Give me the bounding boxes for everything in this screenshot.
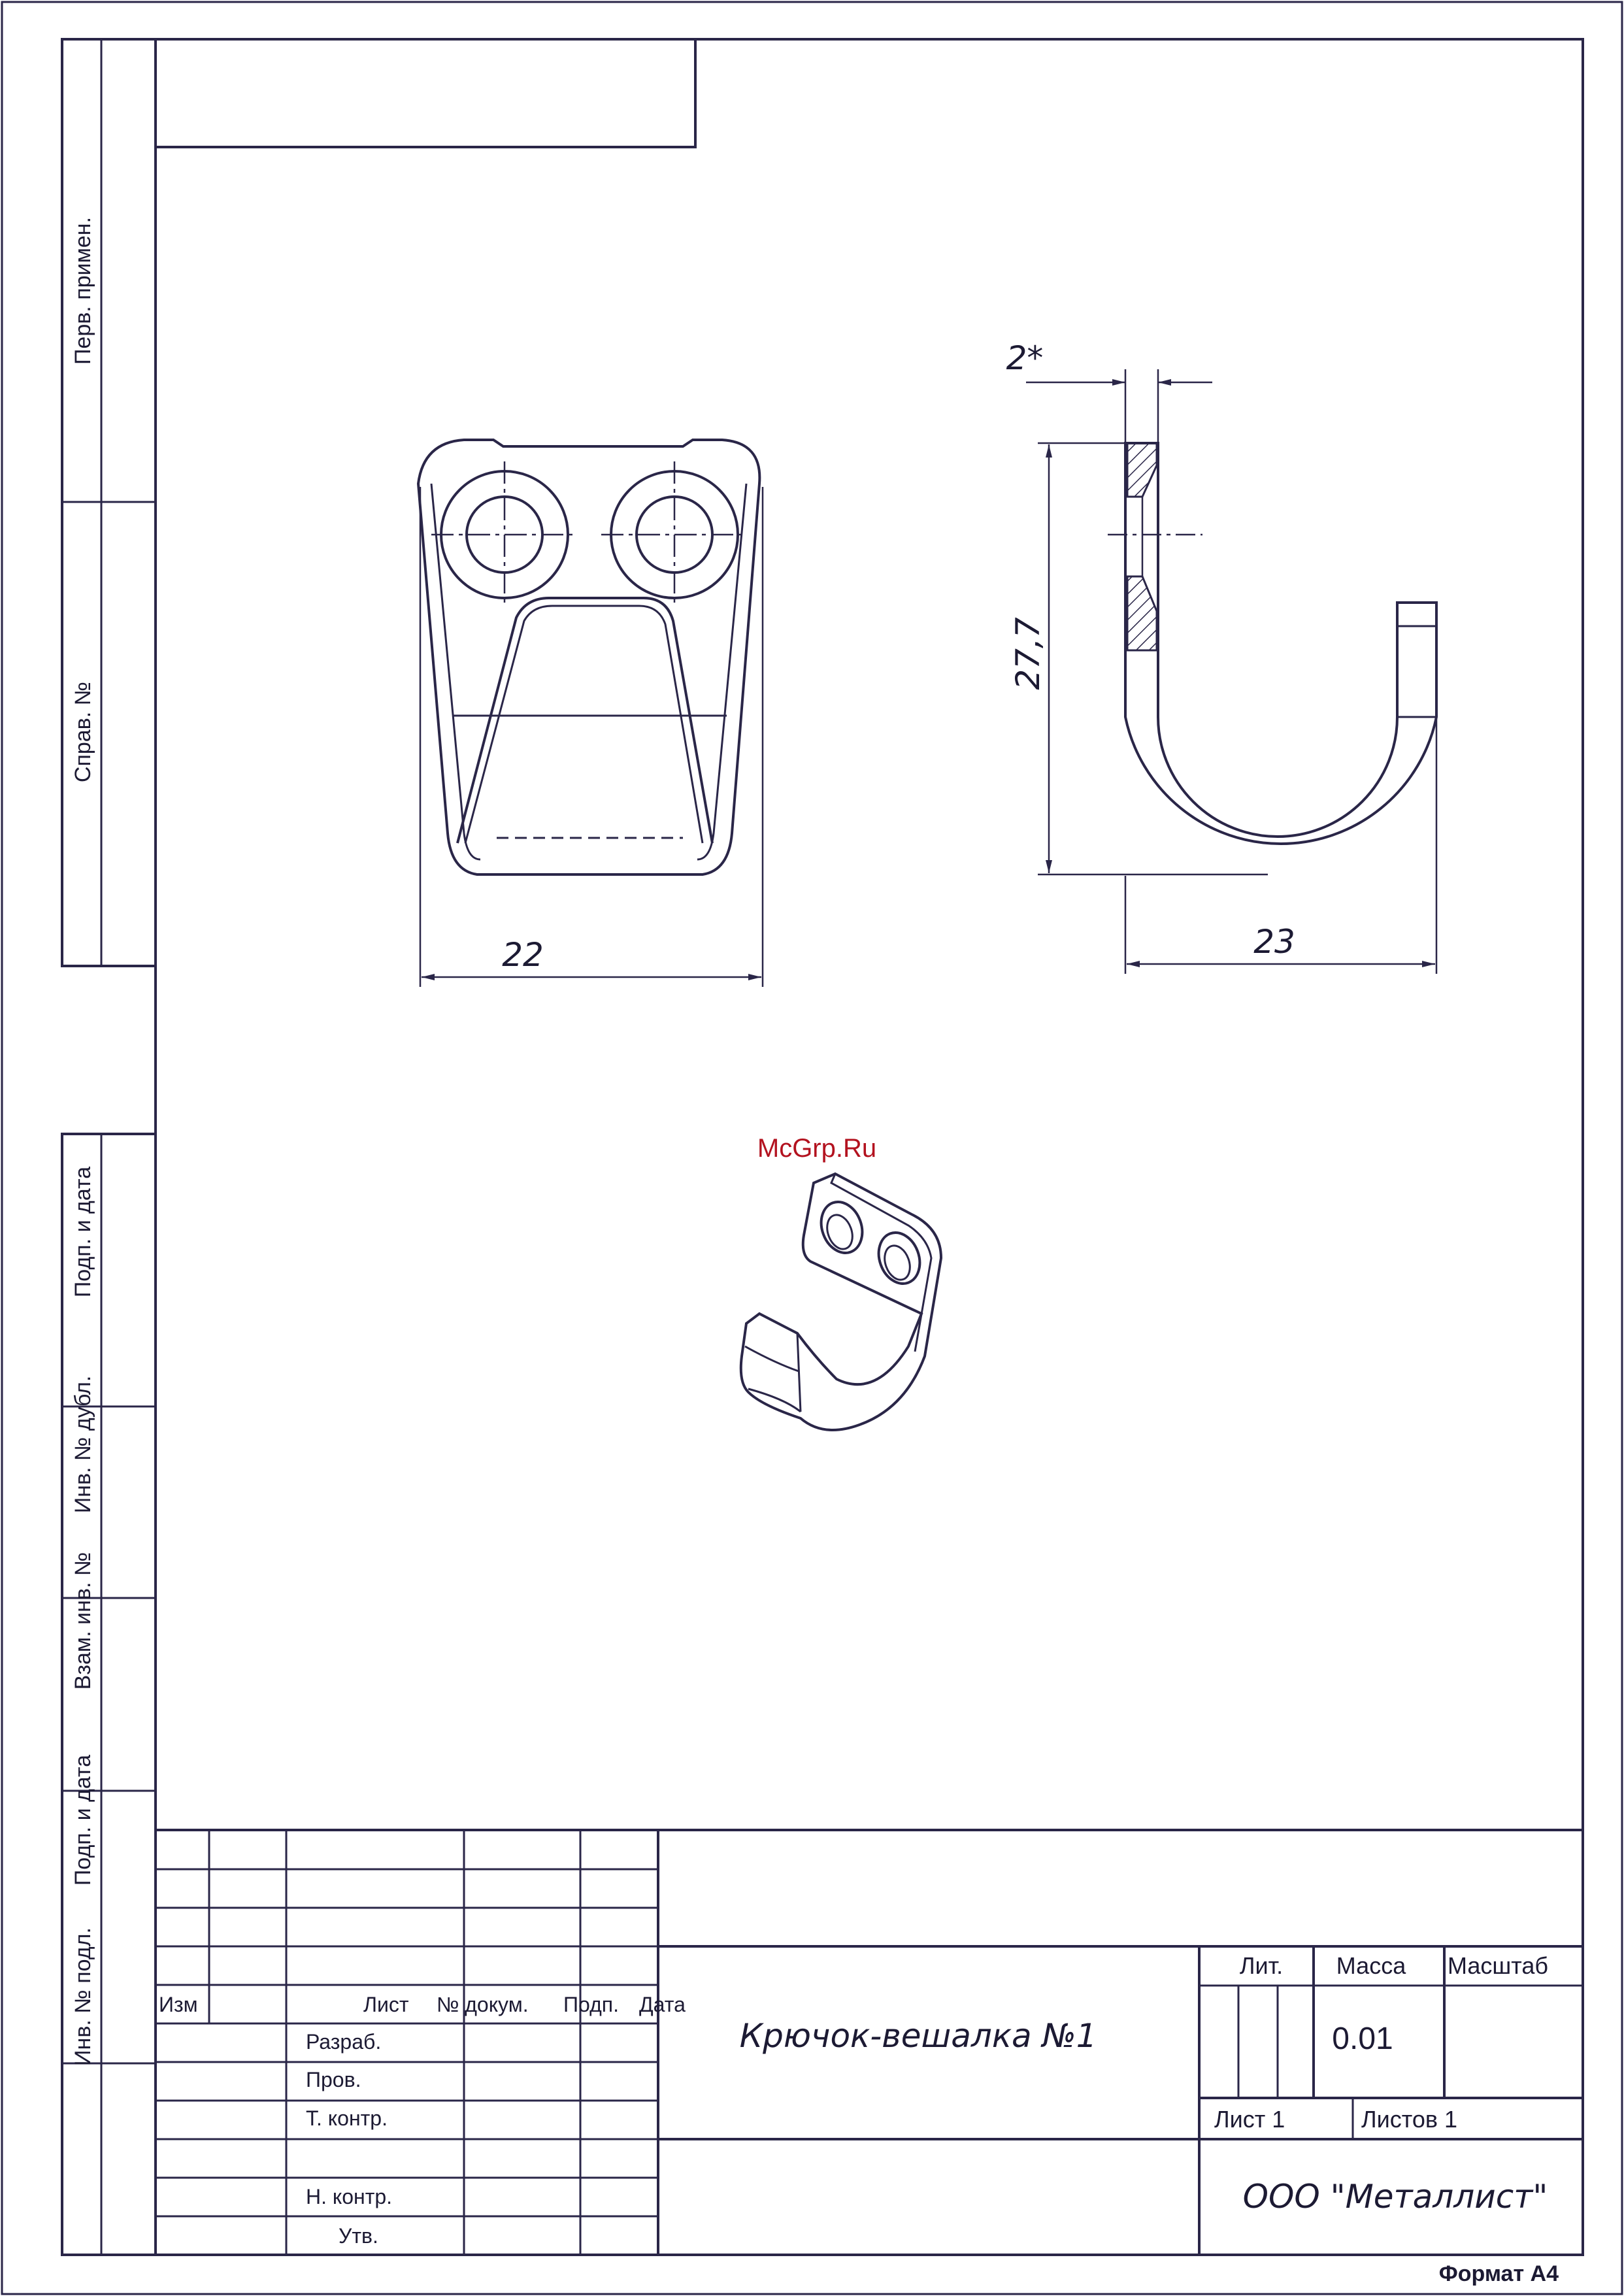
row-razrab: Разраб. (306, 2030, 381, 2054)
company-name: ООО "Металлист" (1243, 2178, 1548, 2216)
format-label: Формат А4 (1439, 2261, 1559, 2286)
sidebar-vzam-inv: Взам. инв. № (71, 1552, 95, 1690)
sidebar-podp-data-2: Подп. и дата (71, 1755, 95, 1886)
sidebar-sprav-no: Справ. № (71, 682, 95, 782)
dim-thickness: 2* (1006, 339, 1044, 377)
row-n-kontr: Н. контр. (306, 2185, 392, 2208)
row-prov: Пров. (306, 2068, 361, 2091)
side-view: 2* 27,7 23 (1006, 339, 1436, 974)
col-doc: № докум. (437, 1993, 529, 2016)
masshtab-label: Масштаб (1448, 1952, 1548, 1979)
title-block: Изм Лист № докум. Подп. Дата Разраб. Про… (156, 1830, 1583, 2255)
lit-label: Лит. (1240, 1952, 1283, 1979)
massa-label: Масса (1336, 1952, 1406, 1979)
dim-width-front: 22 (502, 936, 544, 974)
front-view: 22 (418, 440, 763, 987)
row-t-kontr: Т. контр. (306, 2106, 388, 2130)
document-title: Крючок-вешалка №1 (740, 2017, 1097, 2055)
dim-width-side: 23 (1253, 923, 1295, 961)
col-data: Дата (639, 1993, 686, 2016)
sidebar-inv-podl: Инв. № подл. (71, 1927, 95, 2066)
listov-label: Листов 1 (1361, 2106, 1457, 2133)
col-list: Лист (363, 1993, 409, 2016)
sidebar-podp-data-1: Подп. и дата (71, 1167, 95, 1297)
col-izm: Изм (159, 1993, 198, 2016)
col-podp: Подп. (563, 1993, 619, 2016)
list-label: Лист 1 (1214, 2106, 1285, 2133)
sidebar-perv-primen: Перв. примен. (71, 217, 95, 365)
watermark: McGrp.Ru (757, 1134, 876, 1163)
binding-sidebar: Перв. примен. Справ. № Подп. и дата Инв.… (62, 39, 156, 2255)
sidebar-inv-dubl: Инв. № дубл. (71, 1376, 95, 1514)
isometric-view (741, 1174, 941, 1430)
row-utv: Утв. (339, 2224, 378, 2248)
dim-height-side: 27,7 (1009, 617, 1047, 690)
massa-value: 0.01 (1332, 2021, 1393, 2056)
